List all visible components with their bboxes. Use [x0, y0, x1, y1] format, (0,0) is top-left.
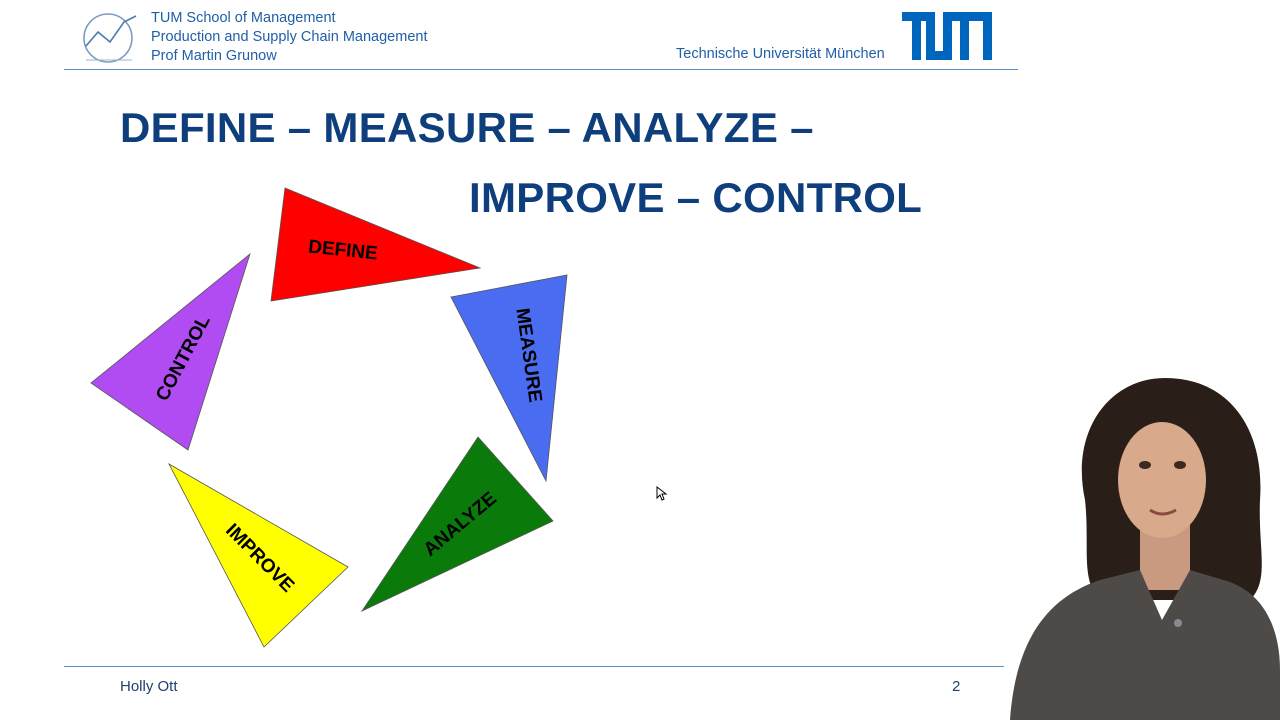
- university-name: Technische Universität München: [676, 46, 885, 62]
- analyze-triangle: ANALYZE: [360, 436, 554, 612]
- presenter-shirt: [1010, 570, 1280, 720]
- header-text: TUM School of Management Production and …: [151, 9, 427, 66]
- define-triangle: DEFINE: [270, 187, 482, 302]
- analyze-shape: [360, 436, 554, 612]
- improve-shape: [168, 462, 349, 648]
- footer-presenter-name: Holly Ott: [120, 678, 178, 695]
- school-name: TUM School of Management: [151, 10, 336, 26]
- footer-divider: [64, 666, 1004, 667]
- define-shape: [270, 187, 482, 302]
- slide-title-line1: DEFINE – MEASURE – ANALYZE –: [120, 104, 814, 151]
- department-name: Production and Supply Chain Management: [151, 29, 428, 45]
- control-shape: [90, 252, 251, 451]
- mouse-cursor-icon: [656, 486, 668, 501]
- tum-logo: [902, 12, 992, 60]
- measure-shape: [450, 274, 568, 483]
- improve-triangle: IMPROVE: [168, 462, 349, 648]
- presenter-face: [1118, 422, 1206, 538]
- presenter-video: [1010, 378, 1280, 720]
- page-number: 2: [952, 678, 961, 695]
- measure-triangle: MEASURE: [450, 274, 568, 483]
- school-logo-icon: [83, 13, 137, 63]
- header-divider: [64, 69, 1018, 70]
- slide-title-line2: IMPROVE – CONTROL: [469, 174, 923, 221]
- control-triangle: CONTROL: [90, 252, 251, 451]
- professor-name: Prof Martin Grunow: [151, 48, 277, 64]
